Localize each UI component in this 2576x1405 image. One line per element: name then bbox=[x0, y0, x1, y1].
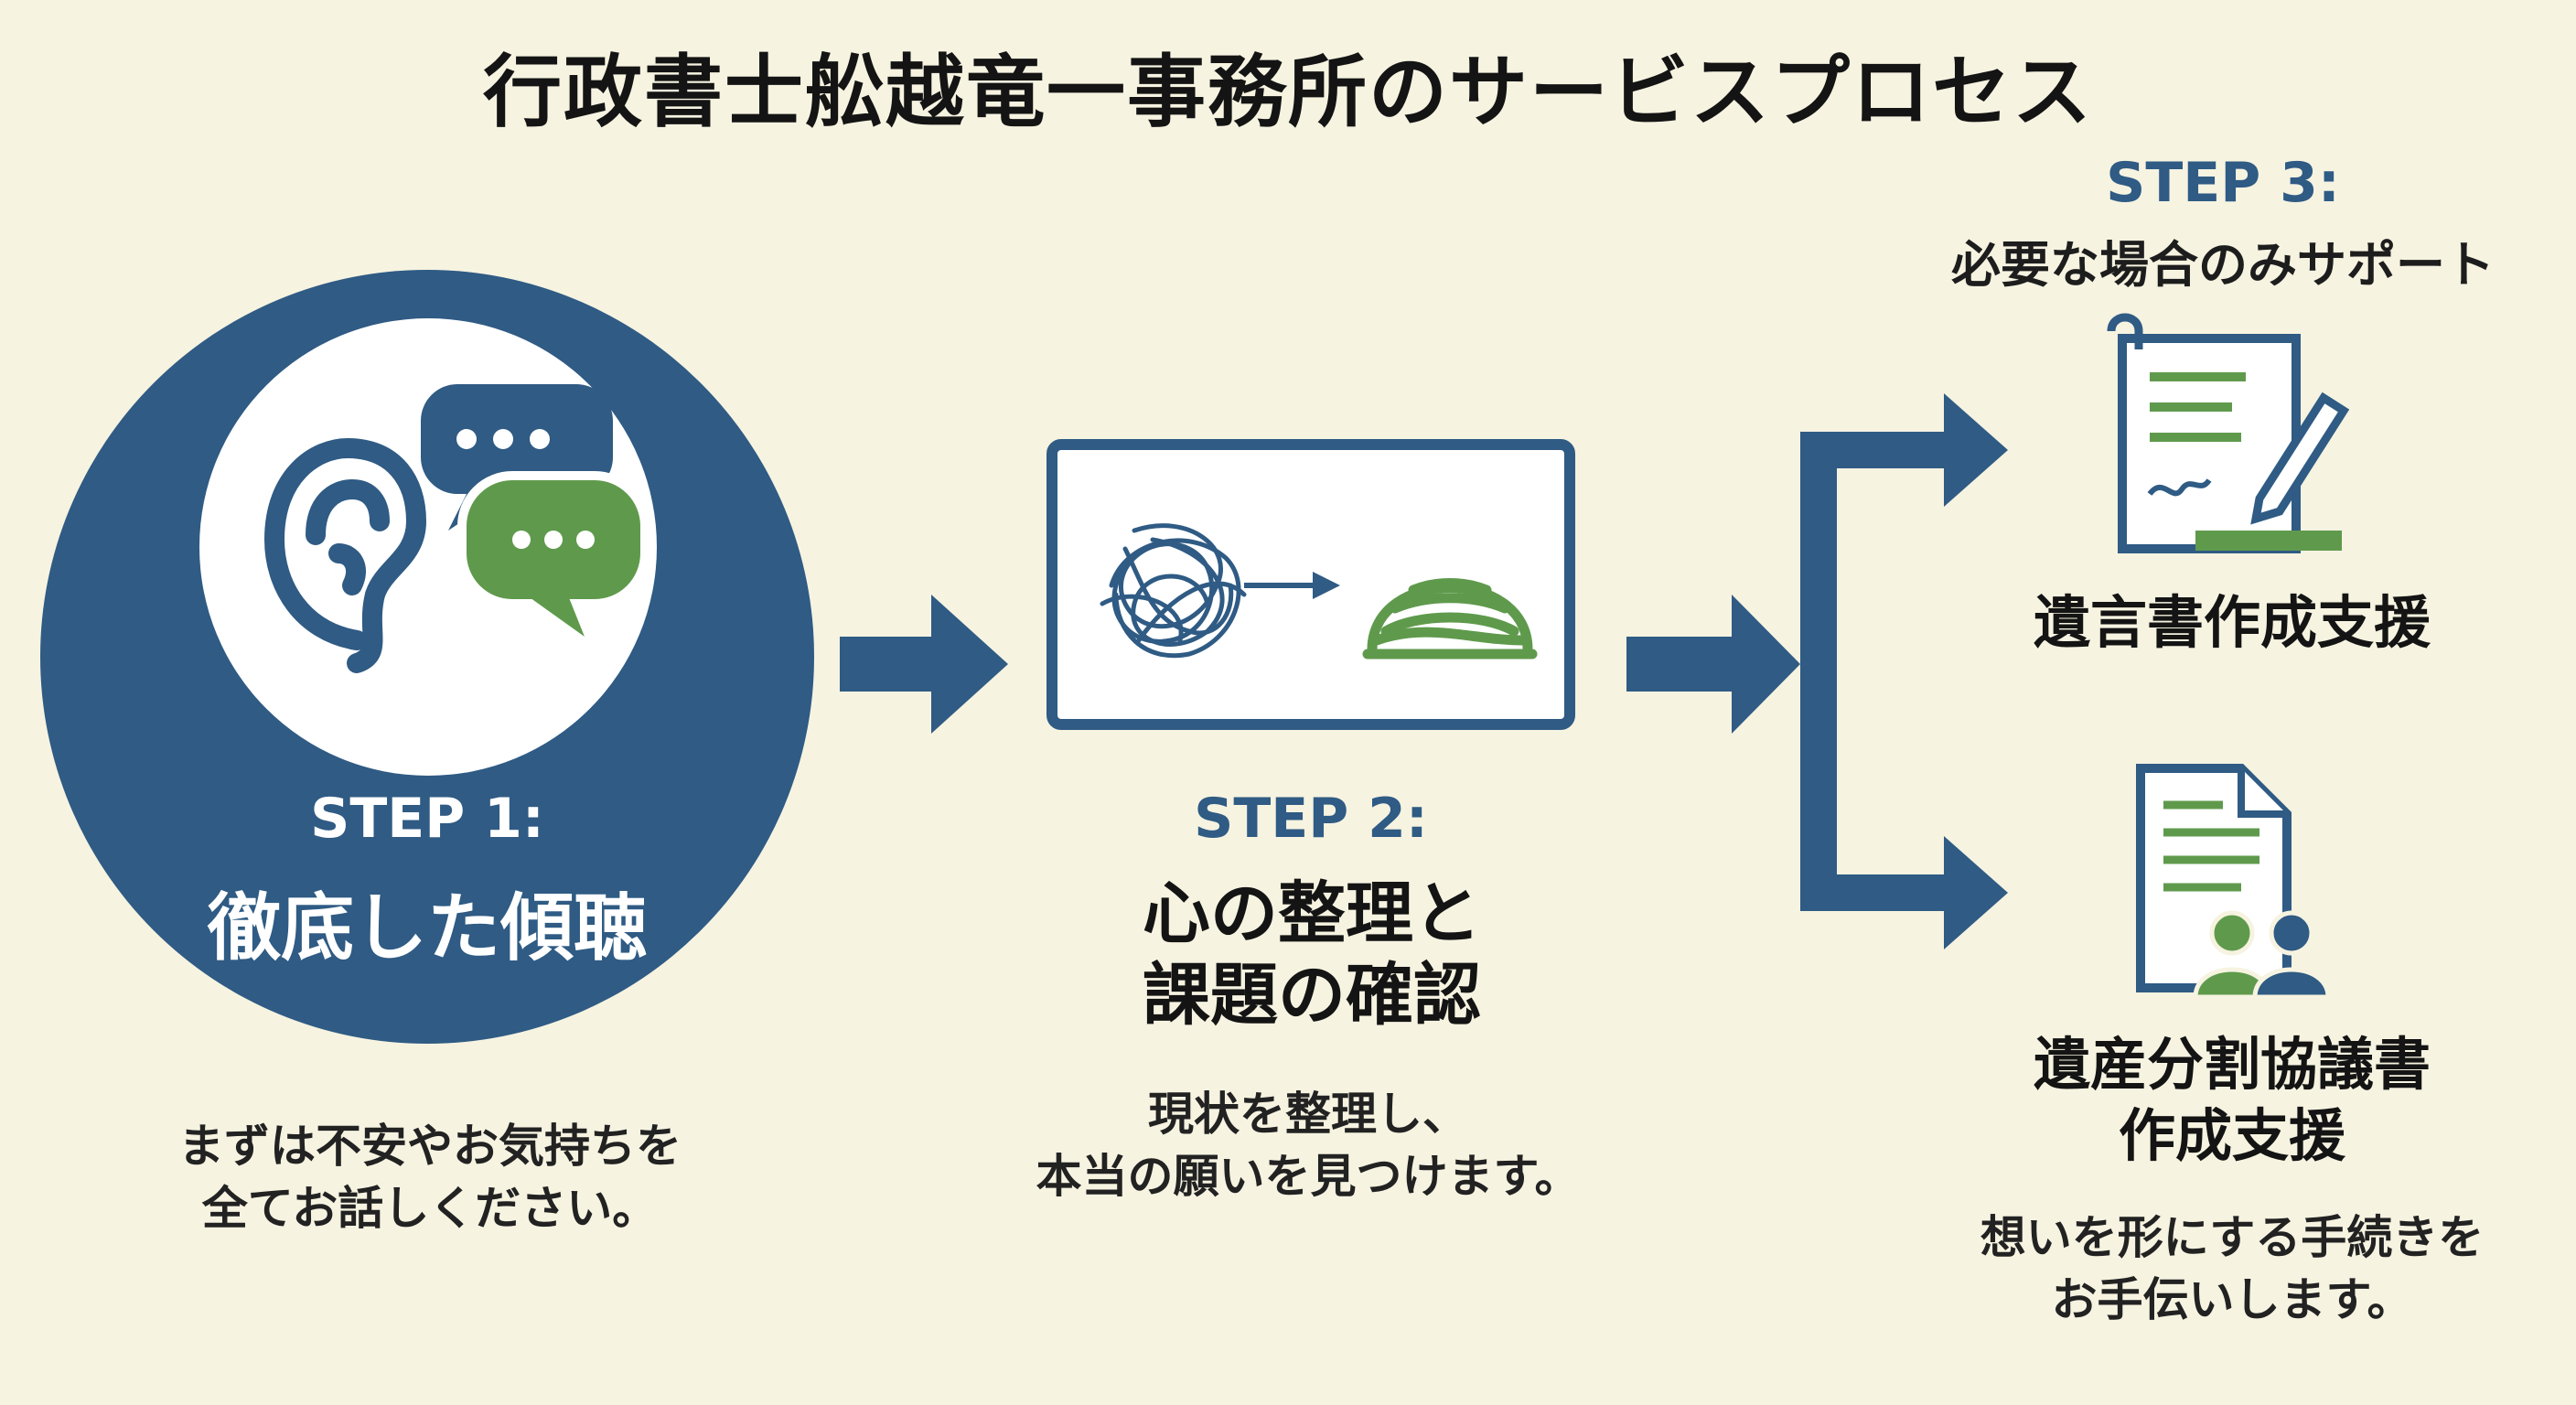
step2-box bbox=[1046, 439, 1575, 730]
step1-label: STEP 1: bbox=[310, 787, 544, 851]
page-title: 行政書士舩越竜一事務所のサービスプロセス bbox=[483, 47, 2093, 138]
step3-subtitle: 必要な場合のみサポート bbox=[1951, 236, 2495, 294]
chat-bubble-icon bbox=[457, 471, 649, 662]
tangled-thread-icon bbox=[1100, 523, 1247, 659]
arrow-right-icon bbox=[1244, 572, 1340, 599]
scroll-pen-icon bbox=[2107, 313, 2350, 553]
arrow-right-icon bbox=[840, 595, 1008, 734]
step3-option2-title: 遺産分割協議書 作成支援 bbox=[2033, 1031, 2431, 1169]
step3-option1-title: 遺言書作成支援 bbox=[2033, 589, 2431, 656]
step2-title: 心の整理と 課題の確認 bbox=[1143, 874, 1481, 1035]
step1-title: 徹底した傾聴 bbox=[208, 885, 647, 971]
step2-description: 現状を整理し、 本当の願いを見つけます。 bbox=[1036, 1088, 1581, 1203]
step2-label: STEP 2: bbox=[1194, 787, 1428, 851]
document-people-icon bbox=[2136, 764, 2331, 1000]
step3-description: 想いを形にする手続きを お手伝いします。 bbox=[1980, 1211, 2485, 1326]
ear-icon bbox=[263, 437, 427, 673]
branch-arrow bbox=[1626, 393, 2008, 949]
step1-description: まずは不安やお気持ちを 全てお話しください。 bbox=[178, 1120, 682, 1235]
step3-label: STEP 3: bbox=[2106, 151, 2340, 215]
yarn-ball-icon bbox=[1362, 578, 1538, 660]
